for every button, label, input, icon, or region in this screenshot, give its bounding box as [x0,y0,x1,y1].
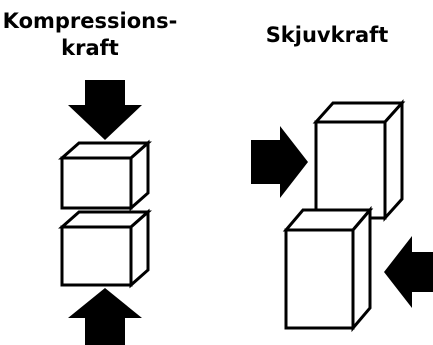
compression-title-line-1: Kompressions- [2,9,178,33]
compression-cube-top [58,139,152,212]
shear-panel: Skjuvkraft [200,0,433,345]
compression-arrow-up [68,288,142,345]
shear-arrow-right [251,126,308,198]
shear-block-top [312,99,406,222]
compression-figure [58,80,152,345]
compression-title-line-2: kraft [61,36,119,60]
compression-arrow-down [68,80,142,140]
shear-figure [251,99,433,333]
compression-title: Kompressions- kraft [0,8,180,62]
compression-cube-bottom [58,208,152,289]
shear-arrow-left [384,236,433,308]
compression-panel: Kompressions- kraft [0,0,200,345]
shear-title: Skjuvkraft [265,23,389,47]
shear-block-bottom [282,205,374,333]
